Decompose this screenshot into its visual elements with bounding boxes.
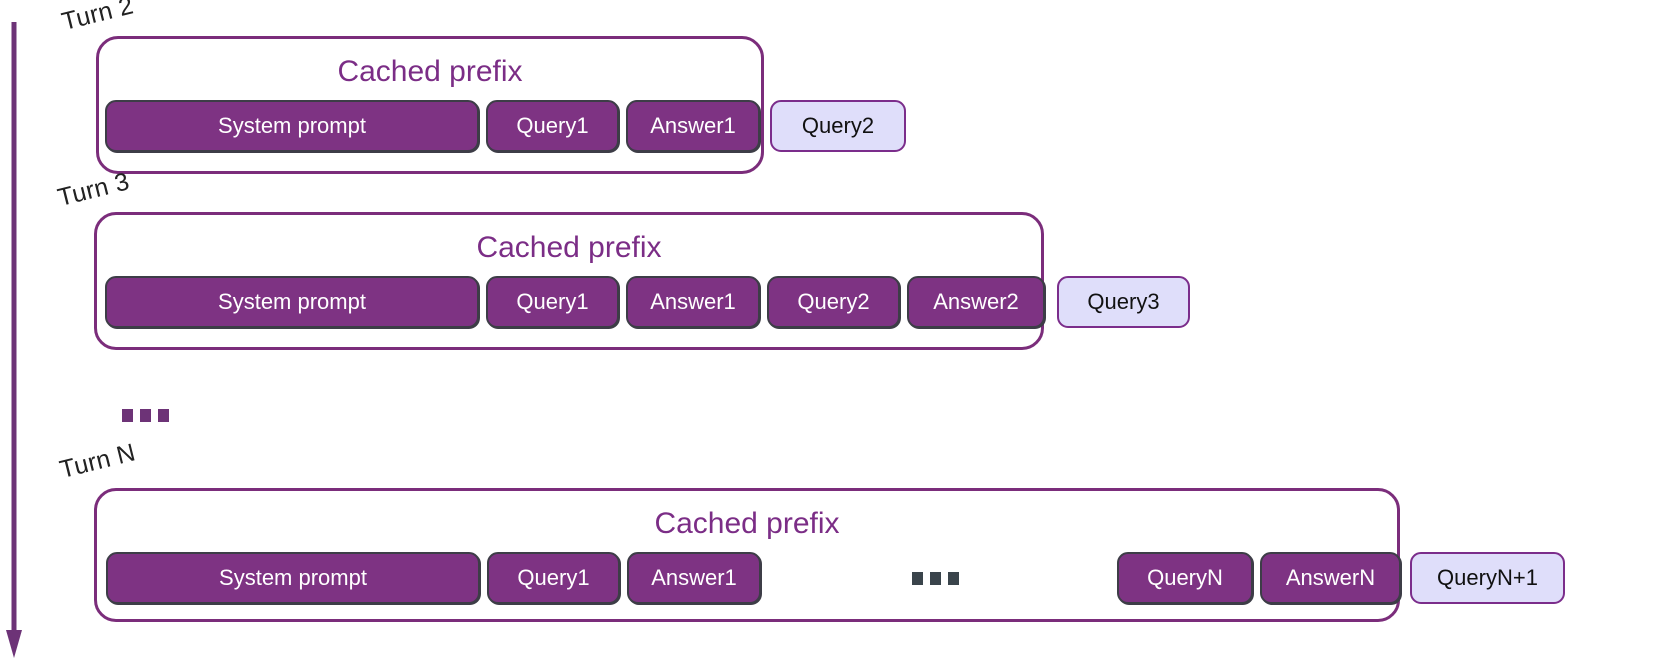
chip-system-prompt[interactable]: System prompt	[105, 276, 479, 328]
chip-query1[interactable]: Query1	[486, 100, 619, 152]
chip-answer1[interactable]: Answer1	[626, 276, 760, 328]
cached-prefix-title-turn2: Cached prefix	[337, 55, 523, 88]
cached-prefix-title-turnN: Cached prefix	[654, 507, 840, 540]
chip-query2[interactable]: Query2	[767, 276, 900, 328]
chip-row-turn2: System prompt Query1 Answer1	[105, 100, 760, 152]
chip-answer1[interactable]: Answer1	[626, 100, 760, 152]
chip-pending-query3[interactable]: Query3	[1057, 276, 1190, 328]
chip-pending-query2[interactable]: Query2	[770, 100, 906, 152]
chip-system-prompt[interactable]: System prompt	[105, 100, 479, 152]
chip-query1[interactable]: Query1	[487, 552, 620, 604]
time-axis-arrow	[6, 22, 22, 658]
inline-ellipsis-icon	[912, 572, 959, 585]
cached-prefix-title-turn3: Cached prefix	[476, 231, 662, 264]
chip-row-turnN-tail: QueryN AnswerN	[1117, 552, 1401, 604]
chip-answer1[interactable]: Answer1	[627, 552, 761, 604]
chip-query1[interactable]: Query1	[486, 276, 619, 328]
chip-answerN[interactable]: AnswerN	[1260, 552, 1401, 604]
vertical-ellipsis-icon	[122, 409, 169, 422]
turn-label-2: Turn 2	[58, 0, 137, 37]
chip-pending-queryN-plus-1[interactable]: QueryN+1	[1410, 552, 1565, 604]
chip-queryN[interactable]: QueryN	[1117, 552, 1253, 604]
turn-label-n: Turn N	[56, 438, 139, 485]
chip-answer2[interactable]: Answer2	[907, 276, 1045, 328]
turn-label-3: Turn 3	[54, 167, 133, 213]
chip-row-turnN-head: System prompt Query1 Answer1	[106, 552, 761, 604]
chip-system-prompt[interactable]: System prompt	[106, 552, 480, 604]
chip-row-turn3: System prompt Query1 Answer1 Query2 Answ…	[105, 276, 1045, 328]
